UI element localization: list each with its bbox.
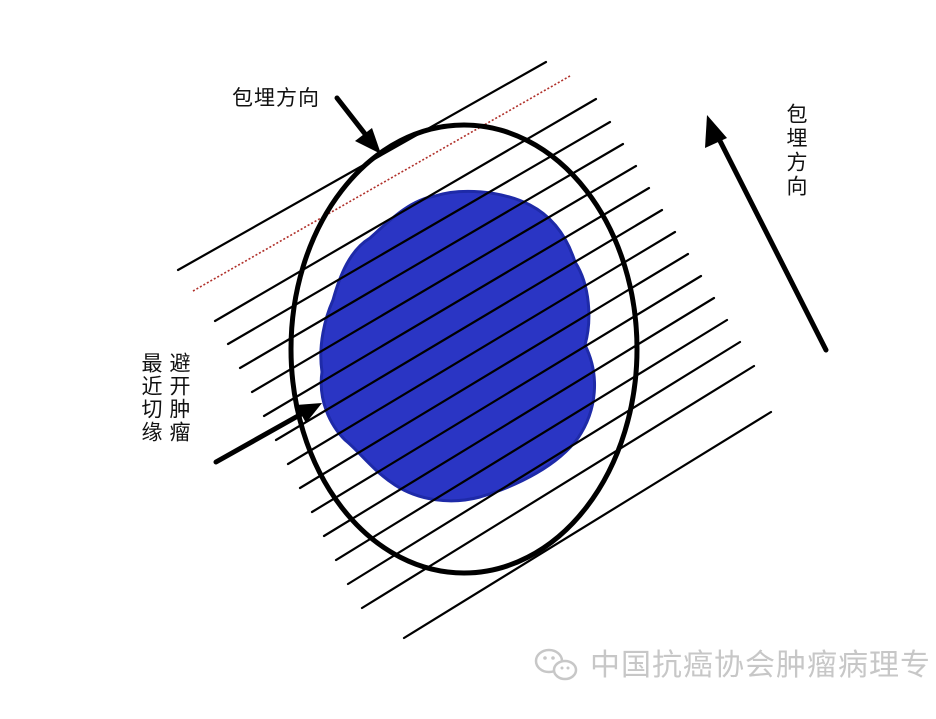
embed-direction-label-top: 包埋方向 <box>232 86 320 110</box>
embed-arrow-right <box>705 115 829 353</box>
wechat-icon <box>534 648 578 681</box>
section-line <box>286 230 677 466</box>
section-line <box>250 164 638 394</box>
nearest-margin-label: 最近切缘 <box>139 352 163 444</box>
embed-direction-label-right: 包埋方向 <box>784 103 808 199</box>
section-line <box>213 97 598 323</box>
tumor-mass <box>320 191 595 501</box>
section-line <box>298 252 690 490</box>
avoid-tumor-label: 避开肿瘤 <box>167 352 191 444</box>
section-line <box>346 340 742 586</box>
section-line <box>334 318 729 562</box>
watermark-icon-spacer <box>532 662 582 663</box>
section-line <box>402 410 773 640</box>
section-line <box>262 186 651 418</box>
margin-arrow <box>213 403 322 465</box>
section-line <box>322 296 716 538</box>
watermark-text: 中国抗癌协会肿瘤病理专 <box>590 648 931 683</box>
margin-line <box>192 75 571 292</box>
specimen-outline <box>288 122 640 576</box>
section-line <box>238 142 625 370</box>
section-line <box>274 208 664 442</box>
watermark: 中国抗癌协会肿瘤病理专 <box>532 640 931 684</box>
tumor-outline <box>319 189 596 503</box>
embed-arrow-top <box>334 95 381 154</box>
